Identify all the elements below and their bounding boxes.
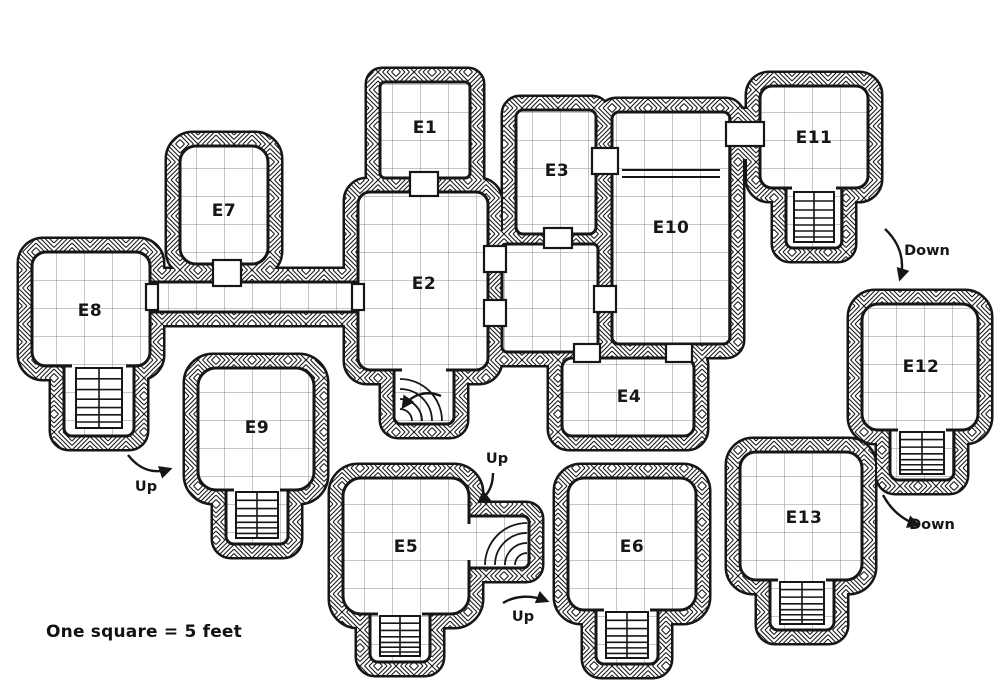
annotation-label: Up xyxy=(512,609,534,625)
annotation-arrow xyxy=(881,494,921,528)
stairs-icon xyxy=(779,581,825,625)
corridor-west xyxy=(144,280,362,314)
door-hall-e4 xyxy=(572,342,602,364)
stairs-layer xyxy=(75,191,945,659)
stairs-icon xyxy=(235,491,279,539)
openings-layer xyxy=(72,180,946,618)
map-annotation: Down xyxy=(881,494,955,533)
door-e3-hall xyxy=(542,226,574,250)
curved-stairs-step xyxy=(494,532,528,566)
opening xyxy=(792,180,836,190)
room-label-e7: E7 xyxy=(212,201,236,221)
room-label-e11: E11 xyxy=(796,128,833,148)
curved-stairs-step xyxy=(399,378,443,422)
opening xyxy=(778,570,826,582)
opening xyxy=(402,362,446,374)
door-e2-hall-upper xyxy=(482,244,508,274)
door-e2-hall-lower xyxy=(482,298,508,328)
room-label-e9: E9 xyxy=(245,418,269,438)
door-e10-e11 xyxy=(724,120,766,148)
annotation-arrow xyxy=(127,454,173,479)
curved-stairs-step xyxy=(484,522,528,566)
curved-stairs-step xyxy=(514,552,528,566)
room-label-e10: E10 xyxy=(653,218,690,238)
room-label-e2: E2 xyxy=(412,274,436,294)
stairs-icon xyxy=(379,615,421,657)
door-corridor-e2 xyxy=(350,282,366,312)
annotation-label: Down xyxy=(904,243,950,259)
door-e10-e4 xyxy=(664,342,694,364)
room-label-e1: E1 xyxy=(413,118,437,138)
stairs-icon xyxy=(75,367,123,429)
annotation-arrow xyxy=(884,228,910,282)
room-e4 xyxy=(560,356,696,438)
room-label-e12: E12 xyxy=(903,357,940,377)
opening xyxy=(604,600,650,612)
door-hall-e10 xyxy=(592,284,618,314)
curved-stairs-step xyxy=(399,388,433,422)
map-annotation xyxy=(401,392,442,410)
door-e1-e2 xyxy=(408,170,440,198)
map-annotation: Up xyxy=(476,451,508,504)
stairs-icon xyxy=(793,191,835,243)
doors-layer xyxy=(144,120,766,364)
annotation-label: Up xyxy=(135,479,157,495)
details-layer xyxy=(399,169,720,566)
door-e3-e10 xyxy=(590,146,620,176)
room-label-e3: E3 xyxy=(545,161,569,181)
stairs-icon xyxy=(899,431,945,475)
scale-label: One square = 5 feet xyxy=(46,622,242,642)
room-label-e6: E6 xyxy=(620,537,644,557)
opening xyxy=(463,524,475,560)
stair-alcove-e2 xyxy=(392,364,456,426)
stairs-icon xyxy=(605,611,649,659)
door-corridor-e8 xyxy=(144,282,160,312)
floors-layer xyxy=(30,80,980,666)
door-e7-corridor xyxy=(211,258,243,288)
annotation-arrow xyxy=(401,392,442,410)
annotation-arrow xyxy=(502,590,550,605)
hall-east xyxy=(500,242,600,354)
annotation-label: Up xyxy=(486,451,508,467)
curved-stairs-step xyxy=(504,542,528,566)
map-annotation: Up xyxy=(127,454,173,495)
annotation-label: Down xyxy=(909,517,955,533)
map-annotation: Up xyxy=(502,590,550,625)
room-label-e5: E5 xyxy=(394,537,418,557)
map-annotation: Down xyxy=(884,228,950,282)
room-label-e8: E8 xyxy=(78,301,102,321)
annotation-arrow xyxy=(476,472,495,504)
room-label-e13: E13 xyxy=(786,508,823,528)
curved-stairs-step xyxy=(399,408,413,422)
opening xyxy=(898,420,946,432)
room-label-e4: E4 xyxy=(617,387,641,407)
